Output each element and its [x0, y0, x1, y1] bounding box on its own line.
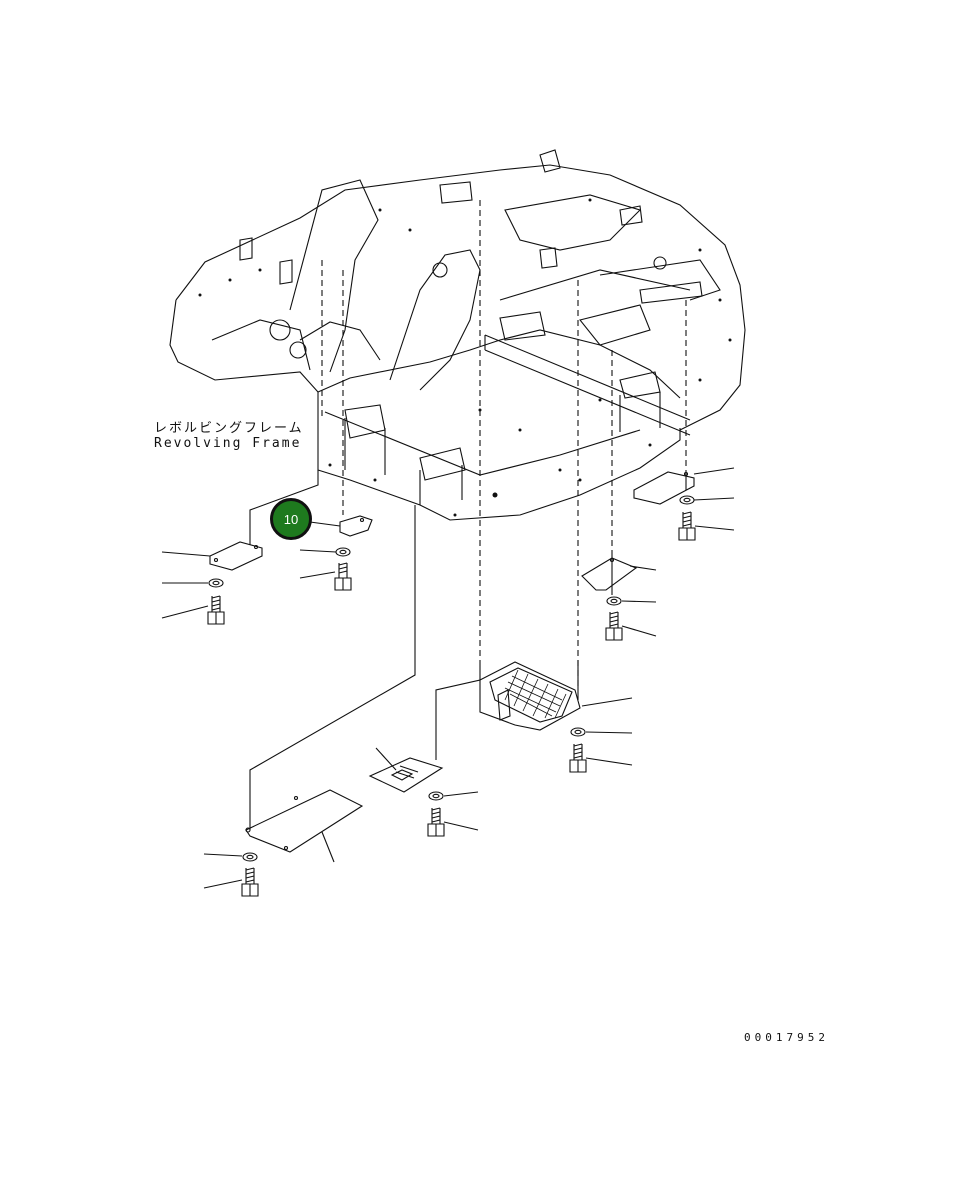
hex-bolt-icon — [427, 807, 445, 837]
washer-icon — [335, 547, 351, 557]
hex-bolt-icon — [678, 511, 696, 541]
cover-plate-right-upper — [633, 471, 695, 505]
mesh-cover-icon — [479, 661, 581, 731]
frame-rivets — [198, 198, 732, 517]
washer-icon — [679, 495, 695, 505]
leader-inspection-group — [375, 747, 479, 831]
cover-plate-left — [209, 541, 263, 571]
washer-icon — [208, 578, 224, 588]
mesh-pattern — [504, 669, 567, 719]
cover-plate-right-middle — [581, 557, 638, 591]
alignment-lines — [321, 200, 687, 690]
cover-plate-lower-left — [245, 789, 364, 853]
leader-left-group — [161, 551, 211, 619]
leader-right-middle — [621, 565, 657, 637]
leader-lines — [249, 470, 687, 830]
cover-plate-small — [339, 515, 373, 537]
cover-plate-inspection — [368, 757, 444, 793]
frame-label-japanese: レボルビングフレーム — [154, 421, 304, 436]
washer-icon — [606, 596, 622, 606]
leader-callout-group — [299, 521, 341, 579]
frame-label-english: Revolving Frame — [154, 436, 302, 451]
hex-bolt-icon — [241, 867, 259, 897]
drawing-number: 00017952 — [744, 1031, 829, 1044]
hex-bolt-icon — [334, 562, 352, 591]
hex-bolt-icon — [605, 611, 623, 641]
hex-bolt-icon — [207, 595, 225, 625]
washer-icon — [570, 727, 586, 737]
hex-bolt-icon — [569, 743, 587, 773]
callout-badge[interactable]: 10 — [270, 498, 312, 540]
leader-lower-left-group — [203, 831, 335, 889]
leader-right-upper — [693, 467, 735, 531]
leader-mesh-group — [581, 697, 633, 766]
washer-icon — [242, 852, 258, 862]
washer-icon — [428, 791, 444, 801]
revolving-frame — [169, 149, 746, 521]
